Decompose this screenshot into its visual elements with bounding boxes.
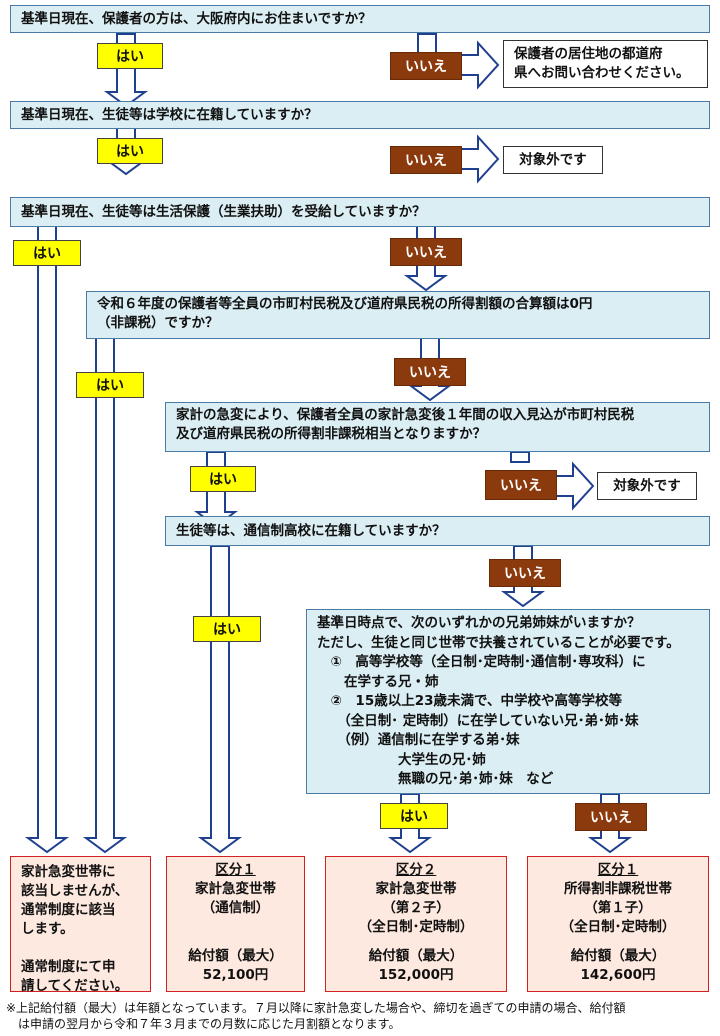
no-label-q6: いいえ <box>489 559 561 587</box>
question-enrollment: 基準日現在、生徒等は学校に在籍していますか？ <box>10 101 710 129</box>
result-amount: 142,600円 <box>580 967 656 983</box>
result-category: 区分２ <box>395 862 437 878</box>
no-label-q5: いいえ <box>485 470 557 500</box>
no-label-q4: いいえ <box>394 358 466 386</box>
result-category1-correspondence: 区分１ 家計急変世帯 （通信制） 給付額（最大） 52,100円 <box>166 856 305 992</box>
result-regular-system: 家計急変世帯に 該当しませんが、 通常制度に該当 します。 通常制度にて申 請し… <box>10 856 151 994</box>
yes-label-q6: はい <box>193 616 261 642</box>
question-residence: 基準日現在、保護者の方は、大阪府内にお住まいですか？ <box>10 5 710 33</box>
result-category: 区分１ <box>597 862 639 878</box>
result-school-type: （全日制･定時制） <box>358 919 474 935</box>
result-amount-block: 給付額（最大） 152,000円 <box>326 947 506 985</box>
yes-label-q3: はい <box>13 240 81 266</box>
result-amount: 152,000円 <box>378 967 454 983</box>
yes-label-q1: はい <box>97 43 163 69</box>
no-label-q2: いいえ <box>390 146 462 174</box>
question-income-drop: 家計の急変により、保護者全員の家計急変後１年間の収入見込が市町村民税 及び道府県… <box>165 402 710 452</box>
result-household-type: 家計急変世帯 <box>195 881 276 897</box>
question-siblings: 基準日時点で、次のいずれかの兄弟姉妹がいますか？ ただし、生徒と同じ世帯で扶養さ… <box>306 609 710 794</box>
result-subtype: （第１子） <box>584 900 652 916</box>
arrow-down-q4-yes-long <box>82 337 128 854</box>
yes-label-q4: はい <box>76 372 144 398</box>
no-label-q1: いいえ <box>390 52 462 80</box>
footnote: ※上記給付額（最大）は年額となっています。７月以降に家計急変した場合や、締切を過… <box>6 1001 626 1031</box>
result-amount: 52,100円 <box>202 967 269 983</box>
yes-label-q5: はい <box>190 466 256 492</box>
result-amount-label: 給付額（最大） <box>368 948 464 964</box>
result-subtype: （第２子） <box>382 900 450 916</box>
result-category: 区分１ <box>215 862 256 878</box>
result-school-type: （全日制･定時制） <box>560 919 676 935</box>
question-tax-exempt: 令和６年度の保護者等全員の市町村民税及び道府県民税の所得割額の合算額は0円 （非… <box>86 291 710 339</box>
result-household-type: 家計急変世帯 <box>375 881 457 897</box>
no-label-q7: いいえ <box>575 803 647 831</box>
result-amount-label: 給付額（最大） <box>570 948 666 964</box>
no-label-q3: いいえ <box>390 238 462 266</box>
result-category2-second-child: 区分２ 家計急変世帯 （第２子） （全日制･定時制） 給付額（最大） 152,0… <box>325 856 507 992</box>
question-welfare: 基準日現在、生徒等は生活保護（生業扶助）を受給していますか？ <box>10 197 710 227</box>
result-category1-first-child: 区分１ 所得割非課税世帯 （第１子） （全日制･定時制） 給付額（最大） 142… <box>527 856 709 992</box>
arrow-down-q1-no <box>417 33 437 55</box>
note-contact-prefecture: 保護者の居住地の都道府 県へお問い合わせください。 <box>503 40 708 88</box>
result-household-type: 所得割非課税世帯 <box>564 881 672 897</box>
result-amount-block: 給付額（最大） 142,600円 <box>528 947 708 985</box>
arrow-right-q2-no <box>459 134 500 184</box>
note-not-eligible-2: 対象外です <box>597 472 697 500</box>
arrow-right-q5-no <box>554 461 595 511</box>
result-subtype: （通信制） <box>201 900 270 916</box>
question-correspondence-school: 生徒等は、通信制高校に在籍していますか？ <box>165 516 710 546</box>
yes-label-q2: はい <box>97 138 163 164</box>
arrow-right-q1-no <box>459 40 500 90</box>
result-amount-label: 給付額（最大） <box>188 948 283 964</box>
arrow-down-q5-no <box>510 451 530 463</box>
arrow-down-q6-yes-long <box>197 545 243 854</box>
result-amount-block: 給付額（最大） 52,100円 <box>167 947 304 985</box>
yes-label-q7: はい <box>380 803 448 829</box>
arrow-down-q3-yes-long <box>24 225 70 854</box>
note-not-eligible-1: 対象外です <box>503 146 603 174</box>
